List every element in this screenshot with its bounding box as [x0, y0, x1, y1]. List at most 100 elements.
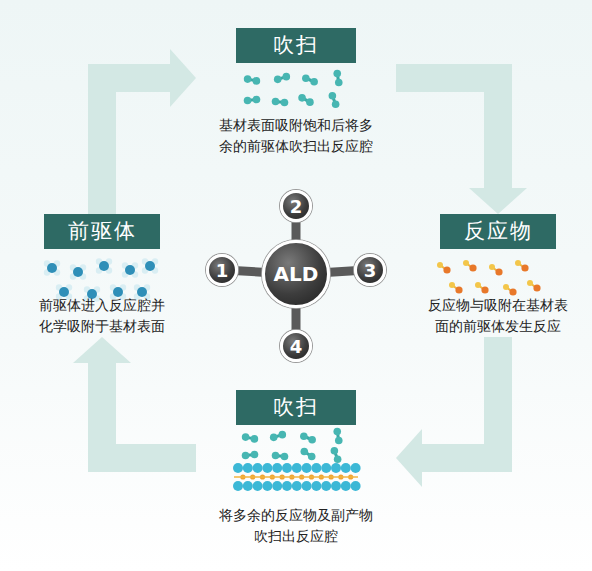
- molecule-atom: [306, 98, 314, 106]
- connector: [330, 271, 354, 272]
- process-step: 吹扫将多余的反应物及副产物吹扫出反应腔: [196, 390, 396, 547]
- molecule-atom: [292, 481, 302, 491]
- process-step: 反应物反应物与吸附在基材表面的前驱体发生反应: [418, 214, 578, 337]
- substrate-line: [234, 476, 358, 478]
- molecule-atom: [282, 463, 292, 473]
- molecule-atom: [308, 436, 316, 444]
- connector: [238, 271, 262, 272]
- step-number-circle: 4: [280, 330, 312, 362]
- molecule-atom: [145, 261, 155, 271]
- molecule-atom: [244, 75, 252, 83]
- callout-number: 1: [216, 260, 229, 281]
- molecule-atom: [253, 463, 263, 473]
- molecule-atom: [521, 264, 528, 271]
- arrowhead: [396, 429, 422, 487]
- molecule-atom: [332, 100, 340, 108]
- step-description: 将多余的反应物及副产物吹扫出反应腔: [216, 505, 376, 547]
- molecule-atom: [469, 264, 476, 271]
- process-step: 吹扫基材表面吸附饱和后将多余的前驱体吹扫出反应腔: [196, 28, 396, 157]
- molecule-atom: [302, 481, 312, 491]
- molecule-atom: [125, 265, 135, 275]
- molecule-atom: [495, 268, 502, 275]
- cycle-arrow: [422, 337, 498, 458]
- molecule-atom: [272, 481, 282, 491]
- molecule-atom: [262, 481, 272, 491]
- molecule-atom: [437, 262, 443, 268]
- molecule-atom: [233, 463, 243, 473]
- molecule-atom: [73, 267, 83, 277]
- cycle-arrow: [102, 363, 196, 458]
- molecule-atom: [334, 455, 342, 463]
- molecule-atom: [335, 79, 343, 87]
- molecule-atom: [308, 453, 316, 461]
- molecule-atom: [281, 453, 289, 461]
- molecule-atom: [515, 260, 521, 266]
- cycle-arrow: [396, 78, 498, 188]
- arrowhead: [469, 188, 527, 214]
- molecule-atom: [341, 481, 351, 491]
- step-number-circle: 1: [206, 254, 238, 286]
- process-step: 前驱体前驱体进入反应腔并化学吸附于基材表面: [22, 214, 182, 337]
- callout-number: 2: [290, 196, 303, 217]
- center-label: ALD: [274, 262, 319, 286]
- purge-molecules: [244, 70, 343, 108]
- molecule-atom: [351, 481, 361, 491]
- molecule-atom: [302, 74, 310, 82]
- arrowhead: [170, 49, 196, 107]
- molecule-atom: [253, 77, 261, 85]
- molecule-atom: [333, 70, 341, 78]
- molecule-atom: [331, 481, 341, 491]
- molecule-atom: [335, 437, 343, 445]
- molecule-atom: [341, 463, 351, 473]
- molecule-atom: [270, 434, 278, 442]
- step-heading: 前驱体: [44, 214, 160, 249]
- molecule-atom: [321, 463, 331, 473]
- molecule-atom: [59, 287, 69, 297]
- molecule-atom: [233, 481, 243, 491]
- molecule-atom: [351, 463, 361, 473]
- molecule-atom: [251, 451, 259, 459]
- molecule-atom: [481, 286, 488, 293]
- step-number-circle: 2: [280, 190, 312, 222]
- molecule-atom: [300, 432, 308, 440]
- molecule-atom: [509, 288, 516, 295]
- step-description: 基材表面吸附饱和后将多余的前驱体吹扫出反应腔: [216, 115, 376, 157]
- connector-bar: [292, 308, 301, 330]
- molecule-atom: [311, 463, 321, 473]
- center-circle: ALD: [262, 240, 330, 308]
- purge-molecules: [242, 428, 343, 463]
- molecule-atom: [253, 481, 263, 491]
- molecule-atom: [113, 287, 123, 297]
- step-description: 反应物与吸附在基材表面的前驱体发生反应: [426, 295, 571, 337]
- connector-bar: [292, 222, 301, 240]
- molecule-atom: [533, 284, 540, 291]
- molecule-atom: [331, 447, 339, 455]
- precursor-molecules: [44, 258, 158, 301]
- molecule-atom: [503, 284, 509, 290]
- molecule-atom: [527, 280, 533, 286]
- connector: [102, 49, 196, 214]
- molecule-atom: [262, 463, 272, 473]
- molecule-atom: [47, 263, 57, 273]
- molecule-atom: [274, 76, 282, 84]
- step-heading: 吹扫: [236, 390, 356, 425]
- molecule-atom: [455, 286, 462, 293]
- reactant-molecules: [437, 260, 541, 296]
- connector: [73, 337, 196, 458]
- molecule-atom: [449, 282, 455, 288]
- molecule-atom: [272, 452, 280, 460]
- step-number-circle: 3: [354, 254, 386, 286]
- molecule-atom: [99, 261, 109, 271]
- molecule-atom: [475, 282, 481, 288]
- molecule-atom: [292, 463, 302, 473]
- cycle-arrow: [102, 78, 170, 214]
- molecule-atom: [331, 463, 341, 473]
- molecule-atom: [244, 97, 252, 105]
- connector: [296, 222, 297, 240]
- molecule-atom: [137, 287, 147, 297]
- molecule-atom: [272, 98, 280, 106]
- connector-bar: [238, 271, 262, 272]
- callout-number: 4: [290, 336, 303, 357]
- molecule-atom: [281, 99, 289, 107]
- callout-number: 3: [364, 260, 377, 281]
